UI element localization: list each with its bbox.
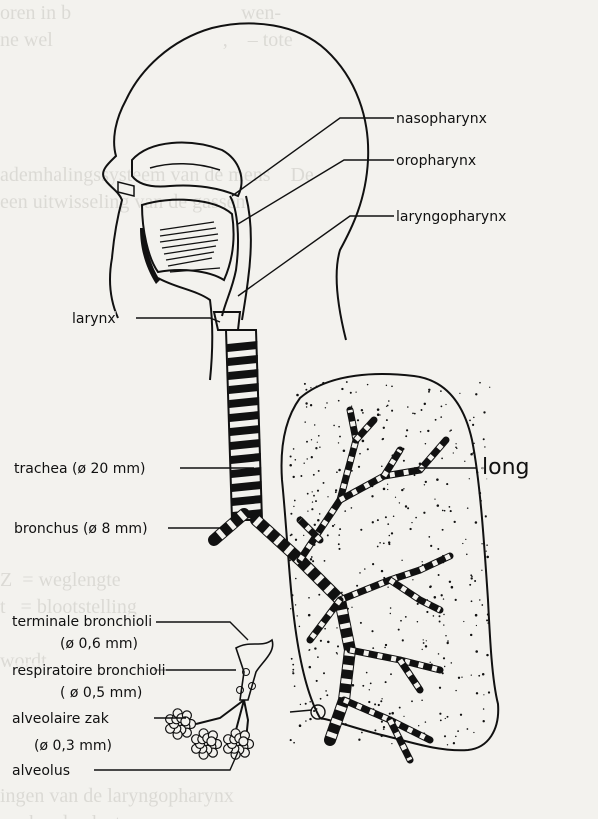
label-respiratoire-size: ( ø 0,5 mm) [60,685,142,701]
label-bronchus: bronchus (ø 8 mm) [14,521,148,537]
lung-outline [282,374,499,750]
pharynx [222,196,251,320]
trachea [226,330,262,520]
alveolus-bubble [237,687,244,694]
bronchus-branch [300,440,356,560]
bronchus-branch [420,440,446,470]
alveolus-bubble [239,737,248,746]
label-trachea: trachea (ø 20 mm) [14,461,146,477]
trachea-ring [230,439,260,450]
neck-front [158,278,212,380]
label-long: long [482,456,529,480]
trachea-ring [230,411,260,422]
terminal-bronchiole [236,640,273,700]
alveolus-bubble [207,737,216,746]
trachea-ring [232,481,262,492]
alveolus-marker [311,705,325,719]
bronchus-stripe [420,556,450,570]
tongue [160,222,220,272]
bronchus-branch [214,514,244,540]
lung-stipple [289,381,490,745]
label-terminale-bronchioli: terminale bronchioli [12,614,152,630]
label-terminale-size: (ø 0,6 mm) [60,636,138,652]
trachea-ring [231,453,261,464]
trachea-ring [229,397,259,408]
alveoli-cluster [166,640,273,759]
label-alveolaire-size: (ø 0,3 mm) [34,738,112,754]
label-oropharynx: oropharynx [396,153,476,169]
label-alveolaire-zak: alveolaire zak [12,711,109,727]
trachea-ring [227,341,257,352]
trachea-ring [230,425,260,436]
label-nasopharynx: nasopharynx [396,111,487,127]
trachea-ring [228,369,258,380]
nasal-cavity [132,143,241,196]
head-outline [103,23,368,340]
trachea-ring [229,383,259,394]
bronchial-tree [214,410,450,760]
trachea-ring [228,355,258,366]
label-alveolus: alveolus [12,763,70,779]
label-larynx: larynx [72,311,116,327]
label-respiratoire-bronchioli: respiratoire bronchioli [12,663,166,679]
trachea-ring [232,495,262,506]
label-laryngopharynx: laryngopharynx [396,209,506,225]
